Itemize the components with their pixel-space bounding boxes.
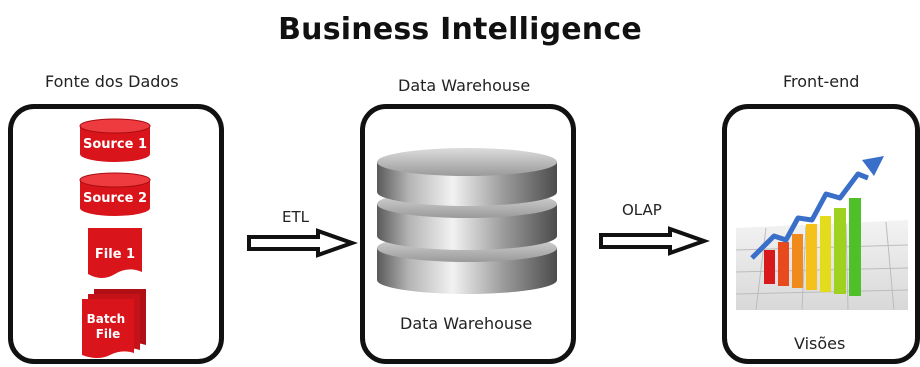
bar-chart-icon <box>735 156 909 311</box>
stacked-documents-icon: Batch File <box>82 289 146 358</box>
server-stack-icon <box>377 148 557 294</box>
batch-file-label: Batch File <box>87 312 130 341</box>
file-1-label: File 1 <box>95 247 135 262</box>
document-icon: File 1 <box>88 228 142 278</box>
frontend-inner-label: Visões <box>794 334 846 353</box>
olap-label: OLAP <box>622 201 662 219</box>
warehouse-inner-label: Data Warehouse <box>400 314 533 333</box>
frontend-label: Front-end <box>783 72 860 91</box>
database-cylinder-icon: Source 2 <box>79 172 151 216</box>
etl-label: ETL <box>282 208 309 226</box>
diagram-title: Business Intelligence <box>278 12 642 47</box>
warehouse-label: Data Warehouse <box>398 76 531 95</box>
arrow-right-icon <box>599 226 711 256</box>
source-1-label: Source 1 <box>83 137 147 152</box>
source-2-label: Source 2 <box>83 191 147 206</box>
database-cylinder-icon: Source 1 <box>79 118 151 162</box>
arrow-right-icon <box>247 228 359 258</box>
sources-label: Fonte dos Dados <box>45 72 179 91</box>
